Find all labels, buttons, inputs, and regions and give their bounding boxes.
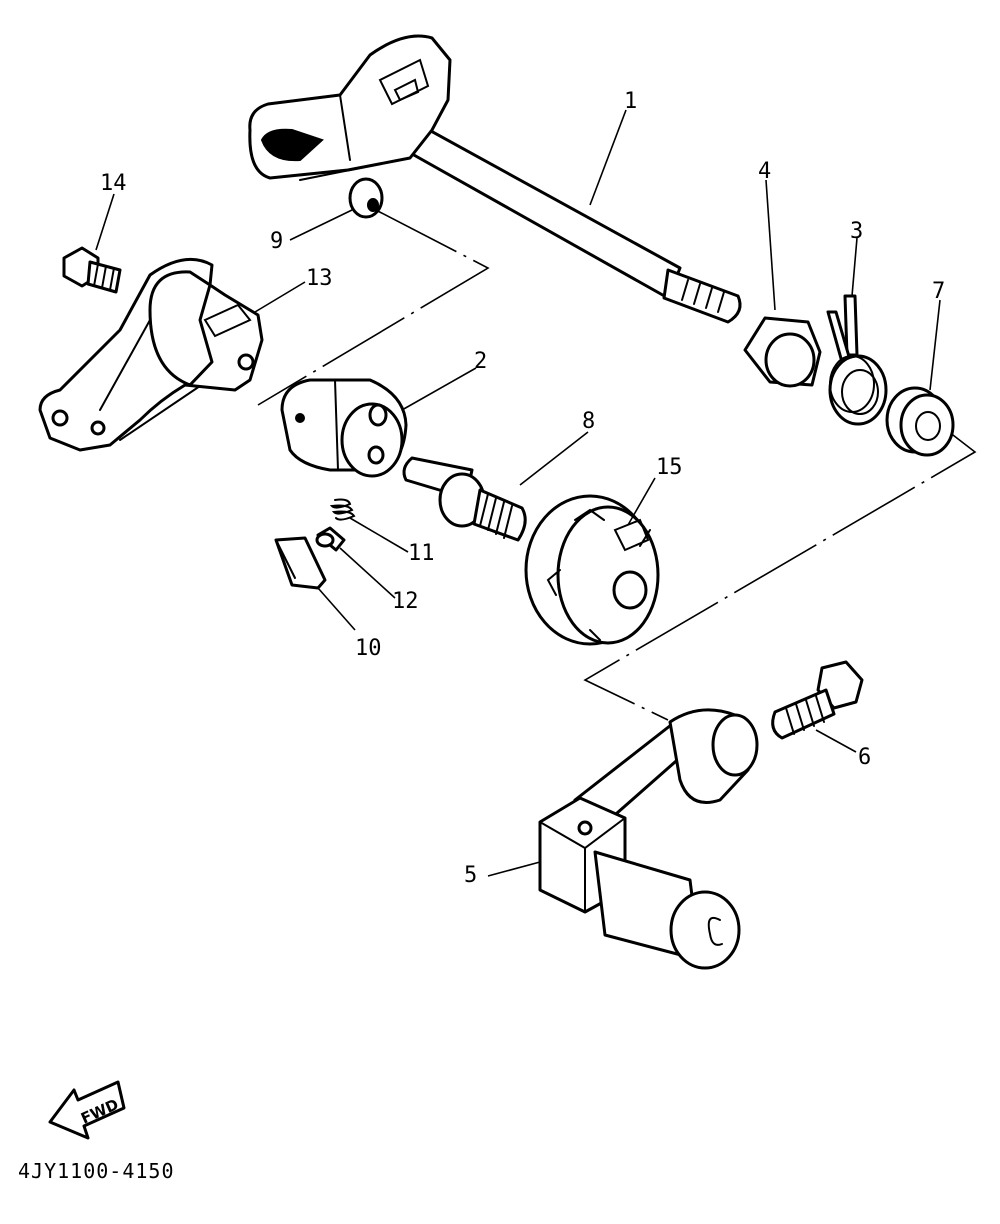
callout-7: 7 bbox=[932, 279, 945, 304]
callout-10: 10 bbox=[355, 636, 382, 661]
callout-12: 12 bbox=[392, 589, 419, 614]
callout-8: 8 bbox=[582, 409, 595, 434]
part-9-washer bbox=[348, 177, 384, 219]
callout-5: 5 bbox=[464, 863, 477, 888]
fwd-direction-arrow-icon: FWD bbox=[48, 1080, 126, 1140]
callout-6: 6 bbox=[858, 745, 871, 770]
part-3-return-spring bbox=[826, 294, 888, 426]
assembly-axis-lower bbox=[583, 424, 977, 721]
part-10-pin bbox=[274, 536, 327, 590]
callout-9: 9 bbox=[270, 229, 283, 254]
part-6-bolt bbox=[771, 660, 864, 740]
callout-1: 1 bbox=[624, 89, 637, 114]
callout-4: 4 bbox=[758, 159, 771, 184]
part-2-shift-segment bbox=[280, 378, 408, 478]
part-13-guide-plate bbox=[38, 257, 264, 452]
leader-lines bbox=[95, 109, 941, 877]
part-14-bolt bbox=[62, 246, 122, 294]
part-11-small-spring bbox=[329, 498, 356, 521]
callout-2: 2 bbox=[474, 349, 487, 374]
callout-15: 15 bbox=[656, 455, 683, 480]
callout-3: 3 bbox=[850, 219, 863, 244]
part-1-shift-shaft bbox=[248, 34, 742, 324]
part-8-stopper-bolt bbox=[402, 456, 527, 542]
diagram-code: 4JY1100-4150 bbox=[18, 1159, 175, 1183]
part-15-shift-drum-segment bbox=[524, 494, 660, 646]
part-7-oil-seal bbox=[885, 386, 955, 457]
callout-13: 13 bbox=[306, 266, 333, 291]
part-12-plunger bbox=[315, 526, 346, 552]
callout-11: 11 bbox=[408, 541, 435, 566]
part-4-collar bbox=[743, 316, 822, 388]
part-5-shift-pedal bbox=[538, 708, 759, 970]
callout-14: 14 bbox=[100, 171, 127, 196]
callout-labels: 1 2 3 4 5 6 7 8 9 10 11 12 13 14 15 bbox=[100, 89, 945, 888]
assembly-axis-upper bbox=[257, 207, 490, 406]
